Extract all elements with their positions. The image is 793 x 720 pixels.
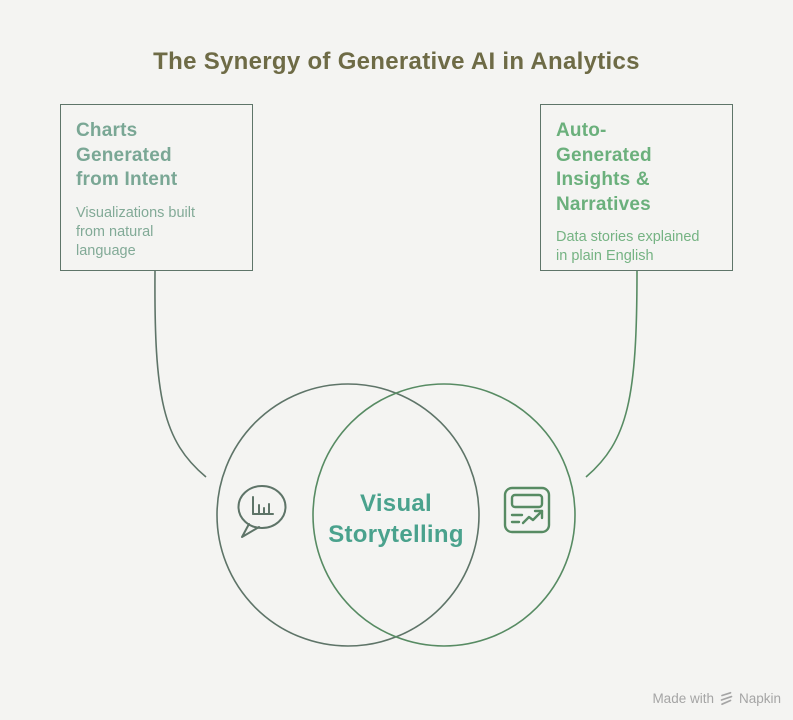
attribution: Made with Napkin xyxy=(652,691,781,706)
venn-center-label: Visual Storytelling xyxy=(328,490,464,548)
left-venn-circle xyxy=(216,383,480,647)
left-box-body: Visualizations built from natural langua… xyxy=(76,204,196,259)
right-info-box: Auto- Generated Insights & Narratives Da… xyxy=(540,104,733,271)
napkin-logo-icon xyxy=(720,691,733,706)
left-connector-line xyxy=(154,270,207,478)
brand-label: Napkin xyxy=(738,691,781,706)
page-title: The Synergy of Generative AI in Analytic… xyxy=(153,48,640,75)
speech-bubble-bar-chart-icon xyxy=(235,480,291,547)
right-connector-line xyxy=(585,270,638,478)
left-box-heading: Charts Generated from Intent xyxy=(76,120,178,190)
report-trend-arrow-icon xyxy=(502,485,552,540)
right-box-body: Data stories explained in plain English xyxy=(556,229,700,264)
right-box-heading: Auto- Generated Insights & Narratives xyxy=(556,120,652,215)
made-with-label: Made with xyxy=(652,691,714,706)
right-venn-circle xyxy=(312,383,576,647)
left-info-box: Charts Generated from Intent Visualizati… xyxy=(60,104,253,271)
